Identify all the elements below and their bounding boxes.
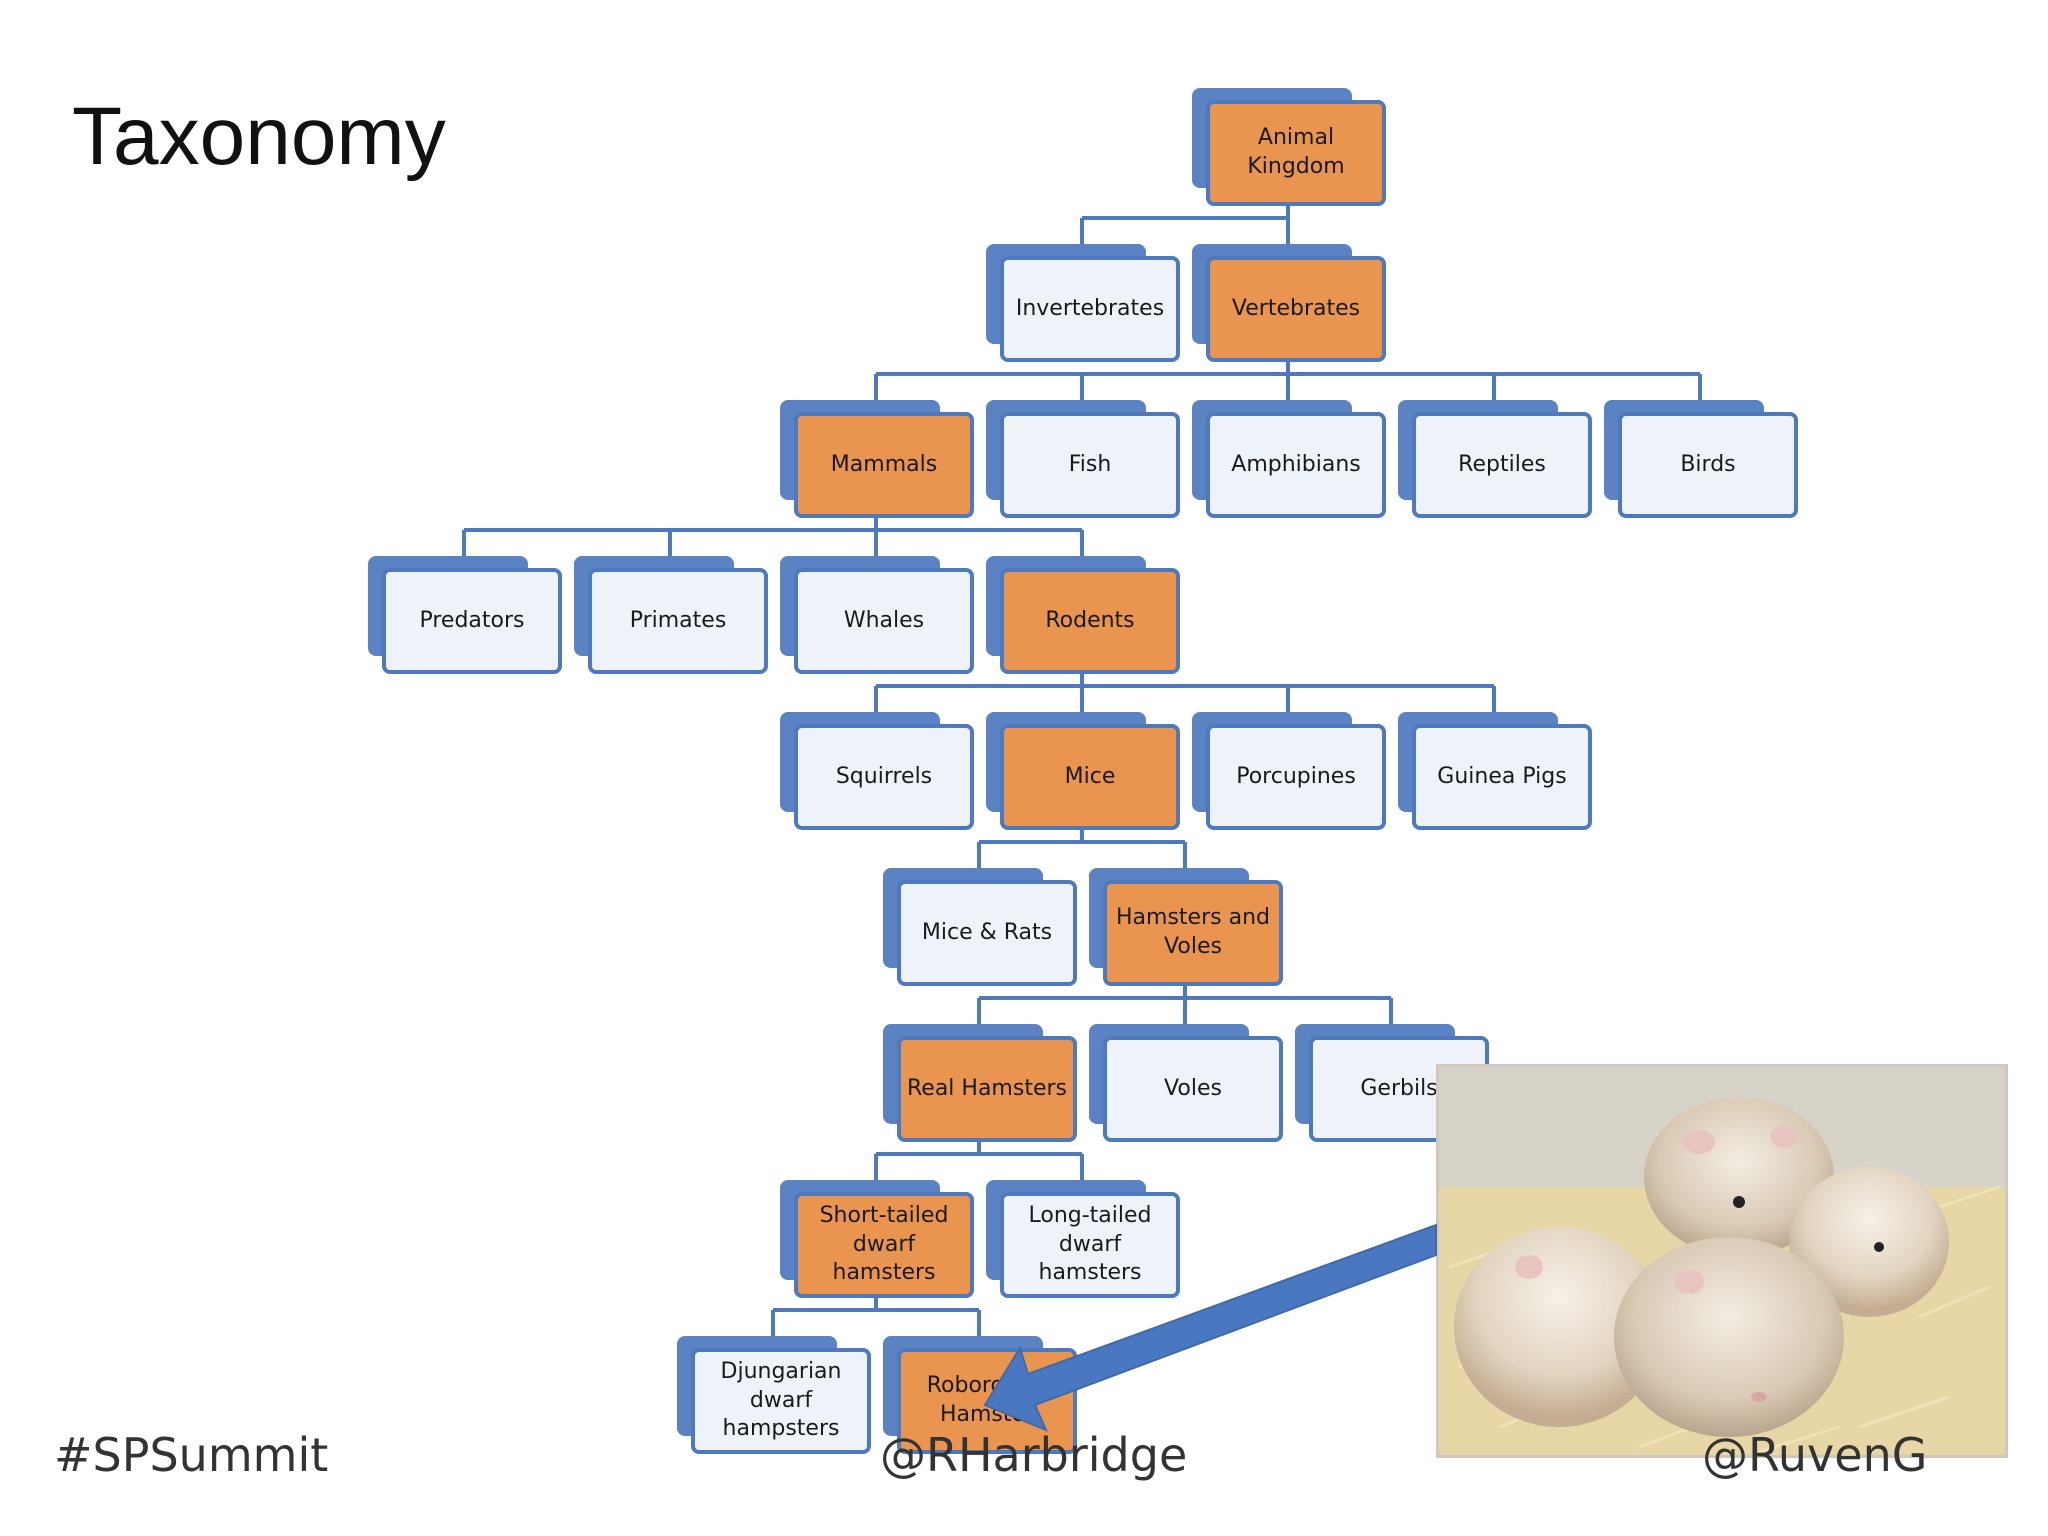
node-label: Voles xyxy=(1103,1036,1283,1142)
node-mice: Mice xyxy=(986,712,1180,830)
tree-connectors xyxy=(462,206,1702,1336)
node-label: Animal Kingdom xyxy=(1206,100,1386,206)
node-real-hamsters: Real Hamsters xyxy=(883,1024,1077,1142)
node-porcupines: Porcupines xyxy=(1192,712,1386,830)
node-invertebrates: Invertebrates xyxy=(986,244,1180,362)
node-label: Real Hamsters xyxy=(897,1036,1077,1142)
node-label: Short-tailed dwarf hamsters xyxy=(794,1192,974,1298)
node-mammals: Mammals xyxy=(780,400,974,518)
node-label: Mice & Rats xyxy=(897,880,1077,986)
node-short-tailed: Short-tailed dwarf hamsters xyxy=(780,1180,974,1298)
node-primates: Primates xyxy=(574,556,768,674)
node-guinea-pigs: Guinea Pigs xyxy=(1398,712,1592,830)
node-label: Mice xyxy=(1000,724,1180,830)
node-whales: Whales xyxy=(780,556,974,674)
node-label: Amphibians xyxy=(1206,412,1386,518)
node-label: Birds xyxy=(1618,412,1798,518)
slide-title: Taxonomy xyxy=(72,91,446,182)
node-hamsters-voles: Hamsters and Voles xyxy=(1089,868,1283,986)
node-label: Whales xyxy=(794,568,974,674)
node-long-tailed: Long-tailed dwarf hamsters xyxy=(986,1180,1180,1298)
node-label: Hamsters and Voles xyxy=(1103,880,1283,986)
node-squirrels: Squirrels xyxy=(780,712,974,830)
node-label: Djungarian dwarf hampsters xyxy=(691,1348,871,1454)
node-label: Porcupines xyxy=(1206,724,1386,830)
node-label: Squirrels xyxy=(794,724,974,830)
footer-handle-right: @RuvenG xyxy=(1702,1428,1928,1482)
node-label: Fish xyxy=(1000,412,1180,518)
node-mice-rats: Mice & Rats xyxy=(883,868,1077,986)
node-amphibians: Amphibians xyxy=(1192,400,1386,518)
node-label: Guinea Pigs xyxy=(1412,724,1592,830)
node-label: Long-tailed dwarf hamsters xyxy=(1000,1192,1180,1298)
node-label: Mammals xyxy=(794,412,974,518)
footer-handle-center: @RHarbridge xyxy=(880,1428,1188,1482)
footer-hashtag: #SPSummit xyxy=(54,1428,329,1482)
node-label: Primates xyxy=(588,568,768,674)
node-fish: Fish xyxy=(986,400,1180,518)
node-label: Predators xyxy=(382,568,562,674)
node-label: Invertebrates xyxy=(1000,256,1180,362)
node-label: Rodents xyxy=(1000,568,1180,674)
hamsters-photo xyxy=(1436,1064,2008,1458)
node-vertebrates: Vertebrates xyxy=(1192,244,1386,362)
hamsters-photo-icon xyxy=(1439,1067,2005,1455)
node-label: Vertebrates xyxy=(1206,256,1386,362)
node-voles: Voles xyxy=(1089,1024,1283,1142)
node-animal-kingdom: Animal Kingdom xyxy=(1192,88,1386,206)
node-predators: Predators xyxy=(368,556,562,674)
node-djungarian: Djungarian dwarf hampsters xyxy=(677,1336,871,1454)
node-rodents: Rodents xyxy=(986,556,1180,674)
node-label: Reptiles xyxy=(1412,412,1592,518)
node-birds: Birds xyxy=(1604,400,1798,518)
node-reptiles: Reptiles xyxy=(1398,400,1592,518)
